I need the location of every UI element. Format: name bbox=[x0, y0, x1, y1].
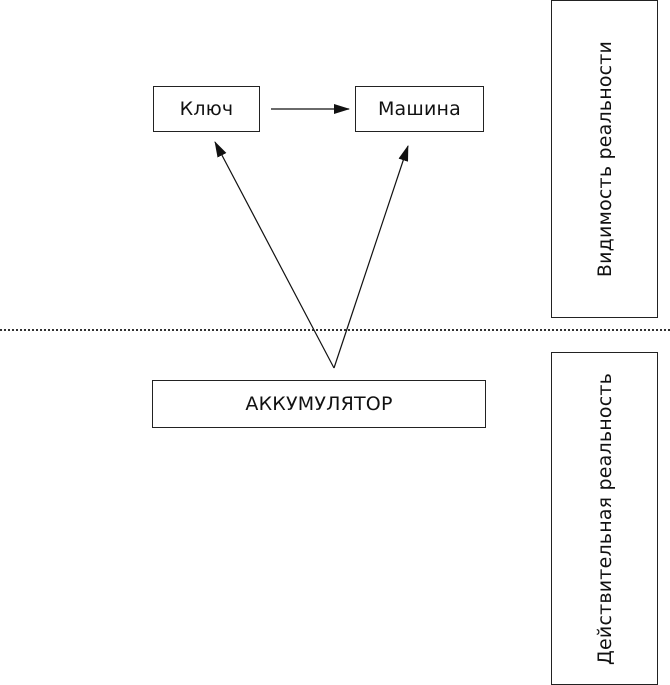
node-car: Машина bbox=[355, 86, 484, 132]
reality-divider-line bbox=[0, 329, 670, 331]
zone-visible-reality: Видимость реальности bbox=[551, 0, 658, 318]
zone-visible-reality-label: Видимость реальности bbox=[593, 40, 616, 278]
node-accumulator: АККУМУЛЯТОР bbox=[152, 380, 486, 428]
arrow-accumulator-to-car bbox=[333, 145, 409, 369]
node-accumulator-label: АККУМУЛЯТОР bbox=[245, 393, 393, 415]
zone-actual-reality: Действительная реальность bbox=[551, 352, 658, 685]
node-key: Ключ bbox=[153, 86, 260, 132]
arrow-accumulator-to-key bbox=[214, 141, 335, 369]
node-car-label: Машина bbox=[377, 98, 462, 120]
zone-actual-reality-label: Действительная реальность bbox=[593, 372, 616, 665]
node-key-label: Ключ bbox=[179, 98, 234, 120]
